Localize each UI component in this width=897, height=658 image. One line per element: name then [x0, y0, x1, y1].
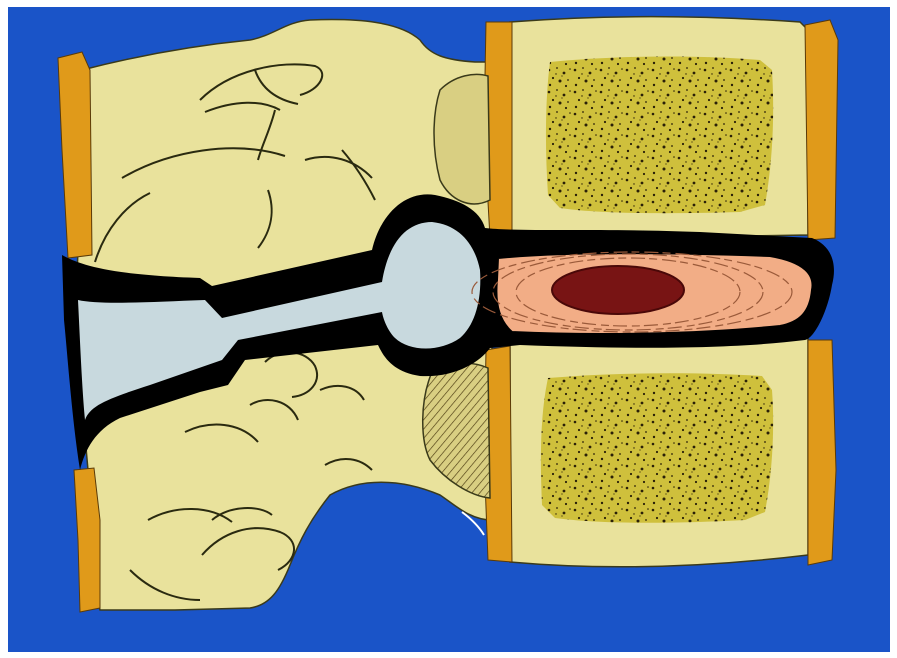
cancellous-bone-lower: [541, 373, 773, 523]
anterior-cortex-lower: [808, 340, 836, 565]
ligament-upper: [434, 74, 490, 204]
anterior-cortex-upper: [805, 20, 838, 240]
cancellous-bone-upper: [546, 56, 773, 213]
nucleus-pulposus: [552, 266, 684, 314]
